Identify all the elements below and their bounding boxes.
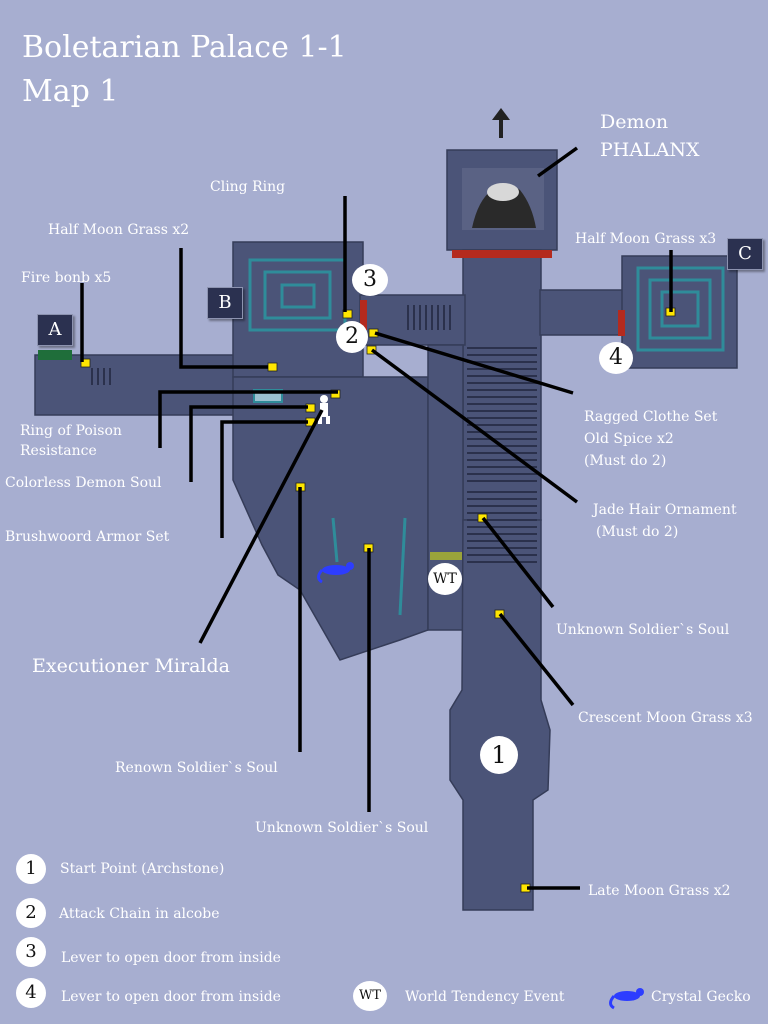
- east-connector: [539, 289, 626, 336]
- legend-key-3: 3: [16, 937, 46, 967]
- label-ring-of-poison-2: Resistance: [20, 443, 97, 459]
- label-half-moon-grass-x2: Half Moon Grass x2: [48, 222, 190, 238]
- map-title: Boletarian Palace 1-1: [22, 30, 347, 65]
- entrance-b: B: [207, 287, 243, 319]
- legend-text-wt: World Tendency Event: [405, 989, 565, 1005]
- label-renown-soldier-soul: Renown Soldier`s Soul: [115, 760, 278, 776]
- entrance-a: A: [37, 314, 73, 346]
- legend-text-gecko: Crystal Gecko: [651, 989, 751, 1005]
- label-half-moon-grass-x3: Half Moon Grass x3: [575, 231, 717, 247]
- executioner-icon: [318, 395, 330, 424]
- legend-key-4: 4: [16, 978, 46, 1008]
- label-unknown-soldier-soul-right: Unknown Soldier`s Soul: [556, 622, 730, 638]
- legend-key-wt: WT: [353, 981, 387, 1011]
- label-must-do-2-a: (Must do 2): [584, 453, 667, 469]
- entrance-c: C: [727, 238, 763, 270]
- marker-world-tendency: WT: [428, 563, 462, 595]
- label-cling-ring: Cling Ring: [210, 179, 286, 195]
- door-3: [360, 300, 367, 330]
- label-late-moon-grass: Late Moon Grass x2: [588, 883, 731, 899]
- south-corridor: [449, 519, 551, 911]
- legend-text-4: Lever to open door from inside: [61, 989, 281, 1005]
- marker-lever-3: 3: [352, 264, 388, 296]
- legend-text-3: Lever to open door from inside: [61, 950, 281, 966]
- wt-platform: [430, 552, 462, 560]
- label-ring-of-poison-1: Ring of Poison: [20, 423, 122, 439]
- label-unknown-soldier-soul-center: Unknown Soldier`s Soul: [255, 820, 429, 836]
- north-arrow-icon: [492, 108, 510, 138]
- label-must-do-2-b: (Must do 2): [596, 524, 679, 540]
- legend-key-1: 1: [16, 854, 46, 884]
- legend-text-2: Attack Chain in alcobe: [59, 906, 220, 922]
- door-4: [618, 310, 625, 336]
- boss-door: [452, 250, 552, 258]
- courtyard: [232, 376, 429, 661]
- item-markers: [80, 307, 676, 893]
- phalanx-icon: [472, 183, 536, 228]
- label-brushwood-armor: Brushwoord Armor Set: [5, 529, 170, 545]
- boss-name-line2: PHALANX: [600, 139, 700, 161]
- boss-name-line1: Demon: [600, 111, 669, 133]
- start-platform-a: [38, 350, 72, 360]
- map-subtitle: Map 1: [22, 74, 119, 109]
- label-executioner-miralda: Executioner Miralda: [32, 655, 230, 677]
- central-corridor: [462, 249, 542, 521]
- crystal-gecko-icon: [317, 562, 354, 584]
- marker-lever-4: 4: [599, 342, 633, 374]
- label-colorless-demon-soul: Colorless Demon Soul: [5, 475, 162, 491]
- west-building: [232, 241, 364, 378]
- marker-attack-chain: 2: [336, 321, 368, 353]
- label-ragged-clothe-set: Ragged Clothe Set: [584, 409, 718, 425]
- label-crescent-moon-grass: Crescent Moon Grass x3: [578, 710, 753, 726]
- legend-text-1: Start Point (Archstone): [60, 861, 225, 877]
- label-jade-hair-ornament: Jade Hair Ornament: [593, 502, 737, 518]
- stairs: [91, 305, 537, 563]
- pointer-lines: [80, 146, 673, 890]
- marker-start-point: 1: [480, 736, 518, 774]
- legend-key-2: 2: [16, 898, 46, 928]
- label-old-spice: Old Spice x2: [584, 431, 674, 447]
- label-fire-bomb: Fire bonb x5: [21, 270, 112, 286]
- upper-walkways: [248, 258, 725, 616]
